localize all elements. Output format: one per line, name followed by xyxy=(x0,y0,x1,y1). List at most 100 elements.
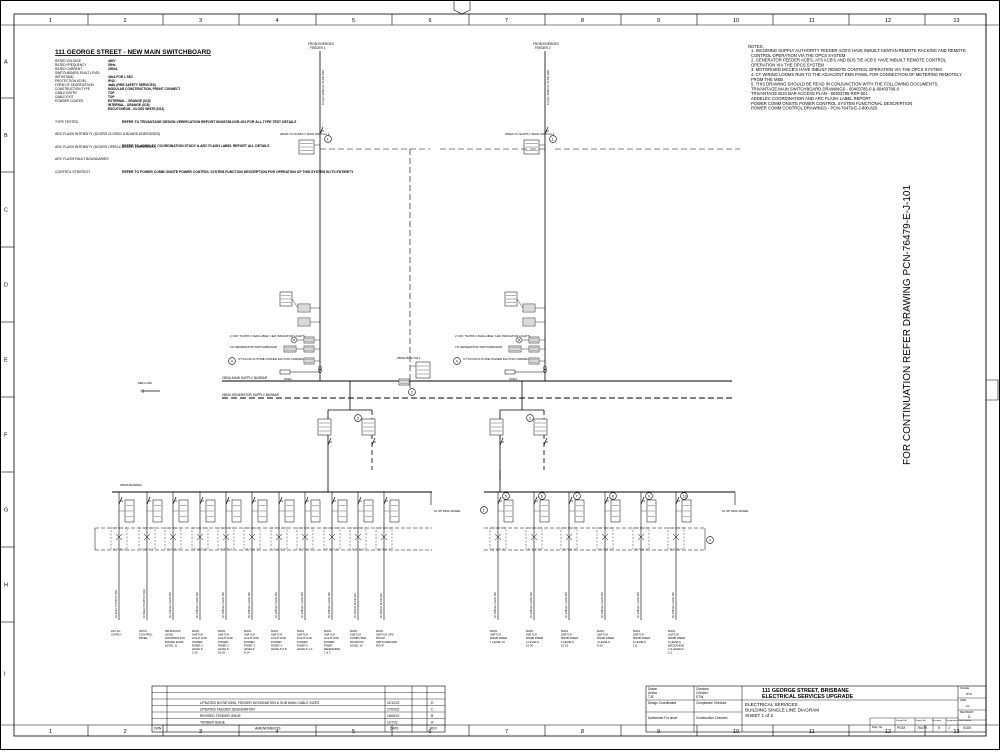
feeder-description: DB-B ROOF xyxy=(165,629,181,633)
feeder-description: 24V AC xyxy=(111,629,120,633)
feeder-description: 15-20 xyxy=(561,643,569,647)
gen-busbar-label: 2500A GENERATOR SUPPLY BUSBAR xyxy=(222,393,280,397)
feeder-description: LEVELS xyxy=(218,647,229,651)
revision-date: 21/10/22 xyxy=(387,701,400,705)
feeder-description: SWITCH xyxy=(218,633,229,637)
note-line: TRIVANTAGE BUS BAR ACCESS PLAN - 6040378… xyxy=(751,91,868,96)
callout-number: 8 xyxy=(612,494,614,498)
feeder-description: 8-14 xyxy=(597,643,603,647)
feeder-cable-label: 4C 185mm² XLPE SDI xyxy=(564,592,568,618)
spare-circuit-left: 3x SP 250A SPARE xyxy=(430,492,460,513)
grid-column-label-12: 12 xyxy=(885,18,891,24)
arc-closed-label: ARC FLASH INTENSITY (DOORS CLOSED & BOAR… xyxy=(55,132,160,136)
grid-row-label-B: B xyxy=(4,133,8,139)
feeder-description: LEVEL 11 xyxy=(165,643,178,647)
revision-description: REVISED TENDER ISSUE xyxy=(200,714,242,718)
grid-column-label-bottom-1: 1 xyxy=(49,729,52,735)
note-line: FROM THE MSB xyxy=(751,77,783,82)
callout-tag xyxy=(538,492,546,500)
callout-tag xyxy=(549,135,557,143)
feeder-description: 16-20 xyxy=(218,651,226,655)
feeder-description: 6 LEVELS xyxy=(668,640,681,644)
grid-column-label-bottom-7: 7 xyxy=(505,729,508,735)
feeder-description: RISER 1 xyxy=(192,643,203,647)
feeder-description: 1 LEVEL 01 xyxy=(490,640,505,644)
callout-tag xyxy=(573,492,581,500)
dwg-field-value: 76479 xyxy=(917,726,927,730)
centre-notch xyxy=(453,0,471,15)
rating-label: RATED CURRENT xyxy=(55,67,82,71)
feeder-description: SWITCH xyxy=(350,633,361,637)
feeder-description: BOARD ROOF xyxy=(165,640,184,644)
type-tested-label: TYPE TESTED xyxy=(55,120,79,124)
callout-number: 4 xyxy=(709,538,711,542)
feeder-cable-label: 4C 185mm² XLPE SDI xyxy=(493,592,497,618)
grid-column-label-2: 2 xyxy=(124,18,127,24)
feeder-description: 3 LEVELS xyxy=(561,640,574,644)
revision-header-drn: DRN xyxy=(154,727,162,731)
checker-label: Checker xyxy=(696,691,709,695)
feeder-description: MAIN xyxy=(633,629,640,633)
led-indicator-label: 2 OFF "SUPPLY AVAILABLE" LED INDICATOR L… xyxy=(455,334,530,338)
author-label: Author xyxy=(648,691,658,695)
rating-label: CABLE ENTRY xyxy=(55,91,78,95)
callout-number: 3 xyxy=(529,416,531,420)
callout-number: 9 xyxy=(648,494,650,498)
grid-column-label-8: 8 xyxy=(581,18,584,24)
bus-tie-label: 2500A BUS-TIE 1 xyxy=(397,356,421,360)
bus-tie: 2500A BUS-TIE 12 xyxy=(397,356,431,396)
feeder-description: SWITCH xyxy=(244,633,255,637)
feeder-description: 8-14 xyxy=(244,651,250,655)
feeder-description: LIGHT AND xyxy=(218,636,233,640)
feeder-cable-label: 4C 185mm² XLPE SDI xyxy=(529,592,533,618)
feeder-description: POWER xyxy=(324,640,335,644)
grid-column-label-1: 1 xyxy=(49,18,52,24)
feeder-description: LEVELS 6-8 xyxy=(271,647,287,651)
grid-row-label-A: A xyxy=(4,60,8,66)
feeder-description: MSSB RISER xyxy=(597,636,614,640)
drop-left: 3 xyxy=(317,381,376,480)
feeder-description: MAIN xyxy=(490,629,497,633)
rating-value: IP42 xyxy=(108,79,115,83)
size-value: A1 xyxy=(966,704,970,708)
callout-tag xyxy=(680,492,688,500)
feeder-description: DISTRIBUTION xyxy=(165,636,185,640)
feeder-enclosure xyxy=(349,527,367,550)
feeder-description: SWITCH xyxy=(297,633,308,637)
callout-tag xyxy=(502,492,510,500)
rating-label: CONSTRUCTION TYPE xyxy=(55,87,90,91)
note-line: TRIVANTAGE MAIN SWITCHBOARD DRAWINGS - 6… xyxy=(751,86,900,91)
grid-column-label-10: 10 xyxy=(733,18,739,24)
dwg-no-label: Dwg. No. xyxy=(872,725,883,729)
feeder-description: MAIN xyxy=(244,629,251,633)
drawing-title-line1: ELECTRICAL SERVICES xyxy=(745,702,798,707)
feeder-description: PANEL xyxy=(139,636,148,640)
callout-number: 6 xyxy=(541,494,543,498)
callout-number: 1 xyxy=(483,508,485,512)
feeder-description: MEZZANINE xyxy=(668,643,684,647)
feeder-description: COMPUTER xyxy=(350,636,366,640)
feeder-description: MAIN xyxy=(297,629,304,633)
feeder-description: MAIN xyxy=(350,629,357,633)
supply-cable-label: 1C¹⁄₂C 400mm² XLPE SDI xyxy=(546,70,550,105)
feeder-cable-label: 4C 185mm² XLPE SDI xyxy=(274,592,278,618)
revision-description: UPDATED FEEDER DESIGNATION xyxy=(200,707,255,711)
feeder-description: SWITCH xyxy=(561,633,572,637)
feeder-description: 2 LEVELS xyxy=(526,640,539,644)
note-line: 5. THIS DRAWING SHOULD BE READ IN CONJUN… xyxy=(751,82,938,87)
author-initials: TJS xyxy=(648,695,654,699)
callout-tag xyxy=(645,492,653,500)
callout-number: 5 xyxy=(505,494,507,498)
board-title: 111 GEORGE STREET - NEW MAIN SWITCHBOARD xyxy=(55,49,211,56)
feeder-10: 4C 95mm² XLPE SDIMAINSWITCHCOMPUTERROOM … xyxy=(349,492,374,647)
feeder-description: MSSB RISER xyxy=(633,636,650,640)
